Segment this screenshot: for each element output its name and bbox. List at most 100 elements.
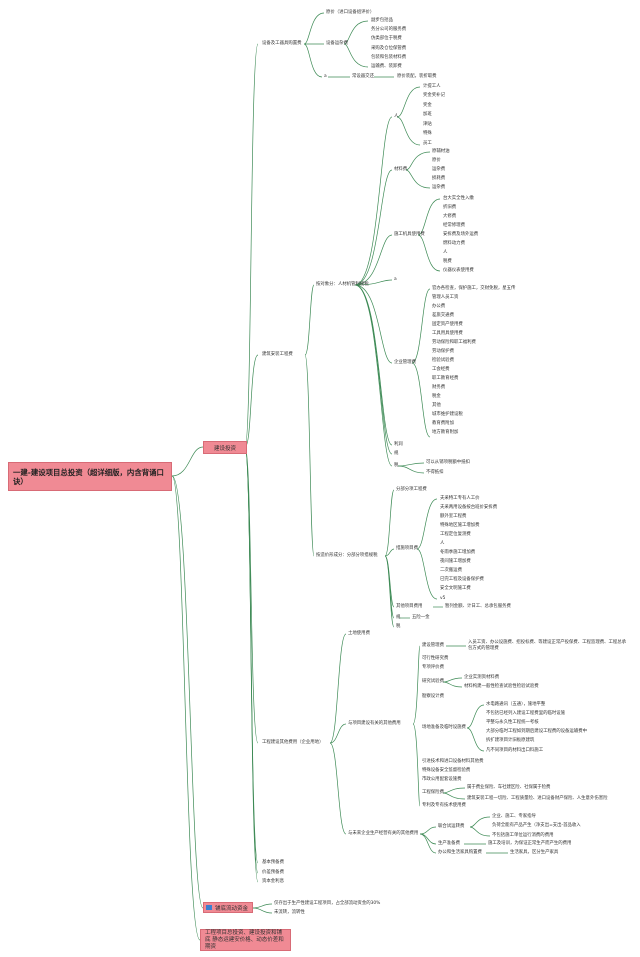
leaf[interactable]: 副步包括品 <box>371 18 393 23</box>
node-regulation[interactable]: 规 <box>394 451 399 456</box>
leaf[interactable]: 大修费 <box>443 214 457 219</box>
node-basic-reserve[interactable]: 基本预备费 <box>262 860 284 865</box>
leaf[interactable]: 奖金奖补记 <box>423 93 445 98</box>
node-trial-run[interactable]: 联合试运转费 <box>438 824 465 829</box>
leaf[interactable]: 管理人员工资 <box>432 295 459 300</box>
leaf[interactable]: 企业实测资材料费 <box>464 675 500 680</box>
node-a[interactable]: a <box>394 277 397 282</box>
leaf[interactable]: 燃料动力费 <box>443 241 465 246</box>
branch-working-capital[interactable]: 铺底流动资金 <box>203 902 253 913</box>
leaf[interactable]: 员工 <box>423 141 432 146</box>
node-profit[interactable]: 利润 <box>394 442 403 447</box>
leaf[interactable]: 安全文明施工费 <box>440 586 471 591</box>
node-tools[interactable]: 常设器交还 <box>352 74 374 79</box>
leaf[interactable]: 折旧费 <box>443 205 457 210</box>
leaf[interactable]: 采购及仓位保管费 <box>371 46 407 51</box>
node-sub-project[interactable]: 分部分项工程费 <box>396 487 427 492</box>
leaf[interactable]: 固定资产使用费 <box>432 322 463 327</box>
node-municipal[interactable]: 市政公用配套设施费 <box>422 777 462 782</box>
leaf[interactable]: 平整与永久性工程统一考核 <box>486 720 539 725</box>
node-by-cost[interactable]: 按造价形成分：分部分项措规税 <box>316 553 378 558</box>
leaf[interactable]: 工程定位复测费 <box>440 532 471 537</box>
leaf[interactable]: 未流转，流转性 <box>274 910 305 915</box>
node-regulation[interactable]: 规 <box>396 615 401 620</box>
node-interest[interactable]: 资本金利息 <box>262 879 284 884</box>
leaf[interactable]: 不得抵扣 <box>426 470 444 475</box>
leaf[interactable]: 原辅材油 <box>432 149 450 154</box>
node-research[interactable]: 研究试验费 <box>422 679 444 684</box>
leaf[interactable]: 已完工程及设备保护费 <box>440 577 484 582</box>
node-other-fees[interactable]: 工程建设其他费用（企业用地） <box>262 740 324 745</box>
branch-summary[interactable]: 工程项目总投资、建设投资和铺底 静态运建安价格、动态价差和期资 <box>200 929 291 951</box>
leaf[interactable]: 夫采特工专有人工价 <box>440 496 480 501</box>
leaf[interactable]: 仅存出于生产性建设工程项目，占全部流动资金的30% <box>274 901 381 906</box>
node-import[interactable]: 引进技术和进口设备材料其他费 <box>422 759 484 764</box>
node-other-items[interactable]: 其他项目费用 <box>396 604 423 609</box>
node-construction-mgmt[interactable]: 建设管理费 <box>422 643 444 648</box>
leaf[interactable]: 包装和包装材料费 <box>371 55 407 60</box>
node-origin-price[interactable]: 原价（进口设备组评价） <box>326 10 375 15</box>
node-patent[interactable]: 专利及专有技术使用费 <box>422 803 466 808</box>
leaf[interactable]: 材料构建一般性检查试验性检验试验费 <box>464 684 539 689</box>
leaf[interactable]: 原价装配，装折取费 <box>397 74 437 79</box>
node-project-related[interactable]: 与项目建设有关的其他费用 <box>348 721 401 726</box>
leaf[interactable]: 运输费、装卸费 <box>371 64 402 69</box>
leaf[interactable]: 属于费业保险、车社建区险、社保属于险费 <box>467 785 551 790</box>
node-site[interactable]: 场地准备及临时设施费 <box>422 725 466 730</box>
node-install[interactable]: 建筑安装工程费 <box>262 352 293 357</box>
node-material[interactable]: 材料费 <box>394 167 408 172</box>
leaf[interactable]: 官办各检查，保护施工，交财免税，星五传 <box>432 286 516 291</box>
root-topic[interactable]: 一建-建设项目总投资（超详细版，内含背诵口诀） <box>8 462 172 491</box>
node-tax[interactable]: 税 <box>396 624 401 629</box>
leaf[interactable]: 夜间施工增加费 <box>440 559 471 564</box>
leaf[interactable]: 差旅交通费 <box>432 313 454 318</box>
leaf[interactable]: 台大实全性入缴 <box>443 196 474 201</box>
leaf[interactable]: 安拆费及场外运费 <box>443 232 479 237</box>
node-labor[interactable]: 人 <box>394 114 399 119</box>
node-office[interactable]: 办公和生活家具购置费 <box>438 850 482 855</box>
leaf[interactable]: 检验试验费 <box>432 358 454 363</box>
leaf[interactable]: 入员工资、办公设施费、招投标费、等建设正常产投保费、工程监理费、工程总承包方式的… <box>468 640 627 651</box>
leaf[interactable]: 企业、施工、专家指导 <box>492 814 536 819</box>
leaf[interactable]: 夫采两用设备按台班价安拆费 <box>440 505 498 510</box>
leaf[interactable]: 可以从销项税额中抵扣 <box>426 460 470 465</box>
leaf[interactable]: 仿类部位于税费 <box>371 36 402 41</box>
leaf[interactable]: 二次搬运费 <box>440 568 462 573</box>
leaf[interactable]: 人 <box>443 250 448 255</box>
leaf[interactable]: 暂列金额、计日工、总承包服务费 <box>445 604 511 609</box>
leaf[interactable]: 人 <box>440 541 445 546</box>
leaf[interactable]: 施工及培训，为保证正常生产而产生的费用 <box>488 841 572 846</box>
leaf[interactable]: 五险一金 <box>412 615 430 620</box>
leaf[interactable]: 其他 <box>432 403 441 408</box>
leaf[interactable]: 建筑安装工程一切险、工程质量险、进口设备财产保险、人生意外伤害险 <box>467 796 608 801</box>
leaf[interactable]: 经常修理费 <box>443 223 465 228</box>
leaf[interactable]: 办公费 <box>432 304 446 309</box>
node-a[interactable]: a <box>324 74 327 79</box>
leaf[interactable]: 计提工人 <box>423 84 441 89</box>
node-equipment[interactable]: 设备及工器具购置费 <box>262 41 302 46</box>
leaf[interactable]: 原价 <box>432 158 441 163</box>
leaf[interactable]: 工会经费 <box>432 367 450 372</box>
leaf[interactable]: 职工教育经费 <box>432 376 459 381</box>
leaf[interactable]: 仪器仪表使用费 <box>443 268 474 273</box>
node-insurance[interactable]: 工程保险费 <box>422 790 444 795</box>
node-evaluation[interactable]: 专项评价费 <box>422 665 444 670</box>
leaf[interactable]: 负荷全能有产品产生（净支出=支出-首品收入 <box>492 823 581 828</box>
leaf[interactable]: 劳动保护费 <box>432 349 454 354</box>
node-price-reserve[interactable]: 价差预备费 <box>262 870 284 875</box>
node-survey[interactable]: 勘察设计费 <box>422 694 444 699</box>
node-special-equip[interactable]: 特殊设备安全监督检验费 <box>422 768 471 773</box>
leaf[interactable]: 运杂费 <box>432 185 446 190</box>
node-tax[interactable]: 税 <box>394 463 399 468</box>
node-measure[interactable]: 措施项目费 <box>396 546 418 551</box>
node-future-ops[interactable]: 与未来企业生产经营有关的其他费用 <box>348 831 419 836</box>
leaf[interactable]: v5 <box>440 596 446 601</box>
leaf[interactable]: 财务费 <box>432 385 446 390</box>
leaf[interactable]: 不包括施工单位运行消费的费用 <box>492 833 554 838</box>
node-production-prep[interactable]: 生产准备费 <box>438 841 460 846</box>
node-machine[interactable]: 施工机具使用费 <box>394 232 425 237</box>
branch-construction-investment[interactable]: 建设投资 <box>203 441 247 454</box>
node-misc[interactable]: 设备运杂费 <box>326 41 348 46</box>
leaf[interactable]: 大部分临时工程如到期后建设工程费的设备运输费中 <box>486 729 587 734</box>
leaf[interactable]: 不包括已经列入建设工程费里的临时设施 <box>486 711 566 716</box>
